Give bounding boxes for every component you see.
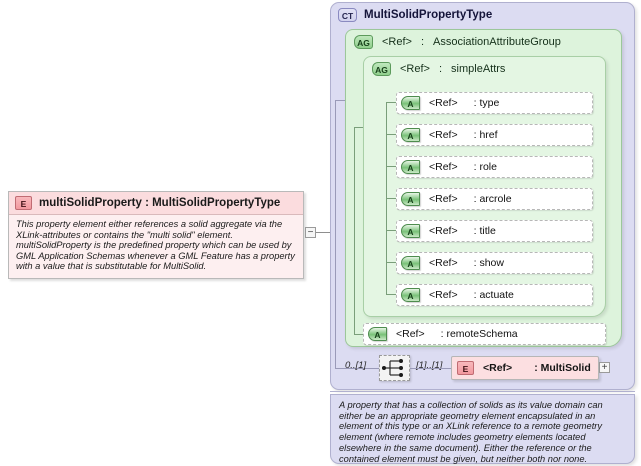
attribute-label-arcrole: <Ref>: arcrole: [429, 193, 512, 205]
complextype-documentation: A property that has a collection of soli…: [330, 394, 635, 464]
attribute-row-arcrole[interactable]: A <Ref>: arcrole: [396, 188, 593, 210]
complextype-branch-choice: [335, 368, 379, 369]
element-icon: E: [457, 361, 474, 375]
tree-branch: [386, 166, 396, 167]
attribute-row-remoteschema[interactable]: A <Ref>: remoteSchema: [363, 323, 606, 345]
choice-glyph: [382, 359, 403, 377]
tree-branch: [386, 262, 396, 263]
attributegroup-association-name: AssociationAttributeGroup: [433, 36, 561, 48]
attribute-label-remoteschema: <Ref>: remoteSchema: [396, 328, 518, 340]
tree-spine-lower: [386, 271, 387, 294]
element-title: multiSolidProperty : MultiSolidPropertyT…: [39, 197, 281, 209]
connector-line: [316, 232, 340, 233]
element-row-multisolid[interactable]: E <Ref>: MultiSolid: [451, 356, 599, 380]
element-documentation: This property element either references …: [9, 215, 303, 278]
attribute-row-href[interactable]: A <Ref>: href: [396, 124, 593, 146]
attributegroup-simpleattrs-header: AG <Ref> : simpleAttrs: [372, 62, 505, 76]
complextype-icon: CT: [338, 8, 357, 22]
complextype-spine: [335, 100, 336, 368]
cardinality-right: [1]..[1]: [416, 360, 443, 371]
attribute-icon: A: [401, 288, 420, 302]
complextype-header: CT MultiSolidPropertyType: [338, 8, 492, 22]
attribute-row-show[interactable]: A <Ref>: show: [396, 252, 593, 274]
attributegroup-association-header: AG <Ref> : AssociationAttributeGroup: [354, 35, 561, 49]
attributegroup-association-colon: :: [420, 36, 425, 48]
type-definition-diagram: CT MultiSolidPropertyType AG <Ref> : Ass…: [330, 2, 638, 464]
tree-branch: [386, 102, 396, 103]
expand-toggle-button[interactable]: +: [599, 362, 610, 373]
attributegroup-association-panel[interactable]: AG <Ref> : AssociationAttributeGroup AG …: [345, 29, 622, 347]
attribute-icon: A: [368, 327, 387, 341]
attributegroup-simpleattrs-colon: :: [438, 63, 443, 75]
choice-model-group-icon[interactable]: [379, 355, 410, 381]
attribute-label-role: <Ref>: role: [429, 161, 497, 173]
attribute-icon: A: [401, 128, 420, 142]
cardinality-left: 0..[1]: [345, 360, 367, 371]
element-label-multisolid: <Ref>: MultiSolid: [483, 362, 591, 374]
attribute-label-type: <Ref>: type: [429, 97, 500, 109]
complextype-title: MultiSolidPropertyType: [364, 9, 493, 21]
attribute-icon: A: [401, 192, 420, 206]
attribute-label-actuate: <Ref>: actuate: [429, 289, 514, 301]
attributegroup-simpleattrs-panel[interactable]: AG <Ref> : simpleAttrs A <Ref>: type A <…: [363, 56, 606, 317]
attributegroup-association-ref: <Ref>: [382, 36, 412, 48]
attribute-row-type[interactable]: A <Ref>: type: [396, 92, 593, 114]
choice-to-element-line: [410, 368, 451, 369]
attribute-icon: A: [401, 256, 420, 270]
attributegroup-icon: AG: [354, 35, 373, 49]
attribute-icon: A: [401, 160, 420, 174]
complextype-panel: CT MultiSolidPropertyType AG <Ref> : Ass…: [330, 2, 635, 390]
attribute-row-title[interactable]: A <Ref>: title: [396, 220, 593, 242]
element-header: E multiSolidProperty : MultiSolidPropert…: [9, 192, 303, 215]
attribute-icon: A: [401, 224, 420, 238]
attribute-icon: A: [401, 96, 420, 110]
attributegroup-simpleattrs-ref: <Ref>: [400, 63, 430, 75]
attribute-row-actuate[interactable]: A <Ref>: actuate: [396, 284, 593, 306]
attribute-row-role[interactable]: A <Ref>: role: [396, 156, 593, 178]
attributegroup-simpleattrs-name: simpleAttrs: [451, 63, 506, 75]
tree-branch: [386, 294, 396, 295]
attribute-label-href: <Ref>: href: [429, 129, 498, 141]
attributegroup-branch: [354, 334, 363, 335]
tree-spine: [386, 102, 387, 271]
attribute-label-title: <Ref>: title: [429, 225, 496, 237]
attributegroup-icon: AG: [372, 62, 391, 76]
tree-branch: [386, 198, 396, 199]
complextype-branch-attributes: [335, 100, 345, 101]
attribute-label-show: <Ref>: show: [429, 257, 504, 269]
attributegroup-spine: [354, 127, 355, 334]
attributegroup-branch: [354, 127, 363, 128]
tree-branch: [386, 134, 396, 135]
element-multisolidproperty-box[interactable]: E multiSolidProperty : MultiSolidPropert…: [8, 191, 304, 279]
collapse-toggle-button[interactable]: −: [305, 227, 316, 238]
documentation-separator: [330, 391, 635, 392]
element-icon: E: [15, 196, 32, 210]
tree-branch: [386, 230, 396, 231]
